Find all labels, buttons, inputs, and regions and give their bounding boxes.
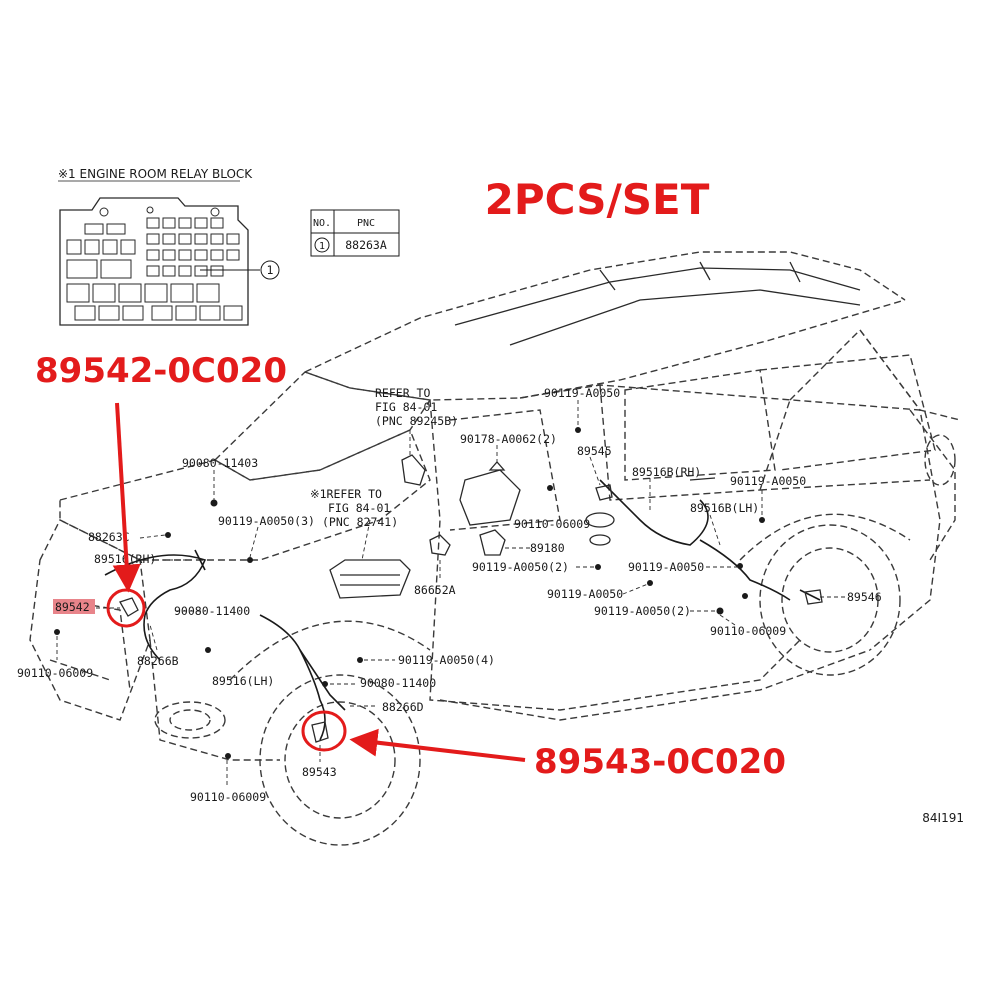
refer-a-line3: (PNC 89245B) — [375, 414, 458, 428]
part-label: 90080-11400 — [174, 604, 250, 618]
vehicle-outline — [29, 251, 961, 846]
refer-a-line2: FIG 84-01 — [375, 400, 437, 414]
part-label: 90110-06009 — [190, 790, 266, 804]
part-label: 88266B — [137, 654, 179, 668]
part-tag-highlight — [53, 599, 95, 614]
part-label: 89543 — [302, 765, 337, 779]
part-label: 90119-A0050 — [730, 474, 806, 488]
part-label: 90110-06009 — [17, 666, 93, 680]
part-label: 90119-A0050(4) — [398, 653, 495, 667]
rear-part-number: 89543-0C020 — [534, 742, 786, 782]
components — [54, 427, 823, 759]
pnc-header-no: NO. — [313, 218, 331, 229]
part-labels: 90080-11403 90119-A0050(3) 88263C 89516(… — [17, 386, 882, 804]
part-label: 90110-06009 — [710, 624, 786, 638]
pnc-row-no: 1 — [319, 241, 325, 252]
relay-block-inset: ※1 ENGINE ROOM RELAY BLOCK 1 — [58, 167, 280, 326]
part-label: 90119-A0050 — [547, 587, 623, 601]
part-label: 89516B(RH) — [632, 465, 701, 479]
part-label: 90119-A0050(3) — [218, 514, 315, 528]
part-label: 88266D — [382, 700, 424, 714]
part-label: 90119-A0050 — [628, 560, 704, 574]
part-label: 88263C — [88, 530, 130, 544]
part-label: 90119-A0050(2) — [594, 604, 691, 618]
pnc-table: NO. PNC 1 88263A — [310, 209, 400, 257]
relay-block-title: ※1 ENGINE ROOM RELAY BLOCK — [58, 167, 253, 181]
part-label: 89180 — [530, 541, 565, 555]
rear-sensor-circle — [301, 710, 347, 752]
part-label: 89542 — [55, 600, 90, 614]
front-sensor-circle — [106, 588, 146, 628]
part-label: 89516B(LH) — [690, 501, 759, 515]
part-label: 89546 — [847, 590, 882, 604]
refer-b-line3: (PNC 82741) — [322, 515, 398, 529]
part-label: 86652A — [414, 583, 456, 597]
figure-code: 84I191 — [922, 811, 964, 825]
highlight-annotations: 89542-0C020 89543-0C020 — [35, 351, 786, 782]
front-part-number: 89542-0C020 — [35, 351, 287, 391]
pnc-header-pnc: PNC — [357, 218, 375, 229]
part-label: 90080-11403 — [182, 456, 258, 470]
front-arrow — [112, 402, 141, 593]
part-label: 90119-A0050(2) — [472, 560, 569, 574]
refer-b-line1: ※1REFER TO — [310, 487, 382, 501]
part-label: 89545 — [577, 444, 612, 458]
refer-b-line2: FIG 84-01 — [328, 501, 390, 515]
part-label: 90178-A0062(2) — [460, 432, 557, 446]
banner-title: 2PCS/SET — [485, 175, 710, 224]
part-label: 90110-06009 — [514, 517, 590, 531]
part-label: 90080-11400 — [360, 676, 436, 690]
refer-notes: REFER TO FIG 84-01 (PNC 89245B) ※1REFER … — [310, 386, 458, 529]
relay-block-outline — [59, 197, 249, 326]
leader-lines — [56, 400, 845, 785]
center-module — [329, 559, 411, 599]
relay-callout-number: 1 — [267, 263, 274, 277]
part-label: 89516(LH) — [212, 674, 274, 688]
part-label: 90119-A0050 — [544, 386, 620, 400]
rear-arrow — [349, 728, 526, 762]
refer-a-line1: REFER TO — [375, 386, 430, 400]
pnc-row-pnc: 88263A — [345, 238, 387, 252]
